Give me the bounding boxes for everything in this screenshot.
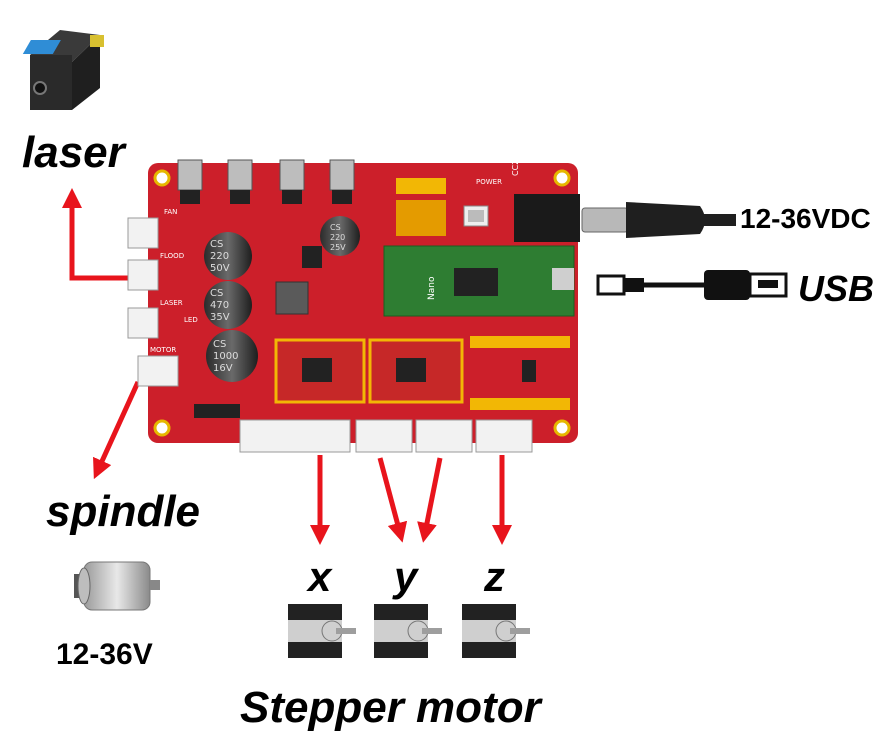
- svg-text:CS: CS: [210, 239, 223, 250]
- power-text: POWER: [476, 178, 502, 186]
- axis-z-label: z: [484, 553, 505, 600]
- board-text: CC240: [511, 150, 520, 176]
- stepper-motor-y-icon: [374, 604, 442, 658]
- svg-text:470: 470: [210, 300, 229, 311]
- svg-text:16V: 16V: [213, 363, 233, 374]
- spindle-voltage-label: 12-36V: [56, 638, 153, 671]
- stepper-driver-y: [368, 338, 464, 404]
- stepper-driver-x: [274, 338, 366, 404]
- laser-label: laser: [22, 128, 125, 177]
- connector-label-flood: FLOOD: [160, 252, 184, 260]
- stepper-motor-z-icon: [462, 604, 530, 658]
- capacitor-1: CS 220 50V: [204, 232, 252, 280]
- inductor: [275, 281, 309, 315]
- svg-text:CS: CS: [213, 339, 226, 350]
- power-input-label: 12-36VDC: [740, 203, 871, 234]
- svg-text:CS: CS: [330, 223, 341, 232]
- bottom-connectors: [194, 404, 533, 453]
- svg-text:50V: 50V: [210, 263, 230, 274]
- svg-text:1000: 1000: [213, 351, 238, 362]
- axis-x-label: x: [308, 553, 332, 600]
- stepper-driver-z-slot: [470, 336, 570, 410]
- regulator-chip: [302, 246, 322, 268]
- capacitor-2: CS 470 35V: [204, 281, 252, 329]
- svg-text:25V: 25V: [330, 243, 346, 252]
- usb-cable-icon: [596, 270, 788, 300]
- connector-label-motor: MOTOR: [150, 346, 176, 354]
- spindle-motor-icon: [74, 561, 160, 611]
- controller-board: FAN FLOOD LASER LED MOTOR CS 220 50V CS …: [127, 150, 580, 453]
- stepper-motor-label: Stepper motor: [240, 683, 541, 732]
- svg-text:220: 220: [330, 233, 345, 242]
- svg-text:CS: CS: [210, 288, 223, 299]
- connector-label-fan: FAN: [164, 208, 177, 216]
- nano-module: [383, 245, 575, 317]
- capacitor-3: CS 1000 16V: [206, 330, 258, 382]
- spindle-label: spindle: [46, 487, 201, 536]
- laser-arrow: [62, 188, 132, 281]
- svg-text:220: 220: [210, 251, 229, 262]
- axis-y-label: y: [394, 553, 418, 600]
- stepper-motor-x-icon: [288, 604, 356, 658]
- laser-module-icon: [22, 30, 104, 110]
- connector-label-led: LED: [184, 316, 198, 324]
- usb-label: USB: [798, 268, 875, 309]
- dc-jack: [514, 194, 580, 242]
- mosfets: [177, 159, 355, 204]
- y-axis-arrows: [377, 457, 443, 543]
- connector-label-laser: LASER: [160, 299, 183, 307]
- dc-power-plug-icon: [581, 202, 736, 238]
- capacitor-small: CS 220 25V: [320, 216, 360, 256]
- svg-text:35V: 35V: [210, 312, 230, 323]
- spindle-arrow: [93, 380, 141, 480]
- side-connectors: [127, 217, 179, 387]
- top-header: [396, 178, 489, 236]
- nano-text: Nano: [427, 276, 437, 300]
